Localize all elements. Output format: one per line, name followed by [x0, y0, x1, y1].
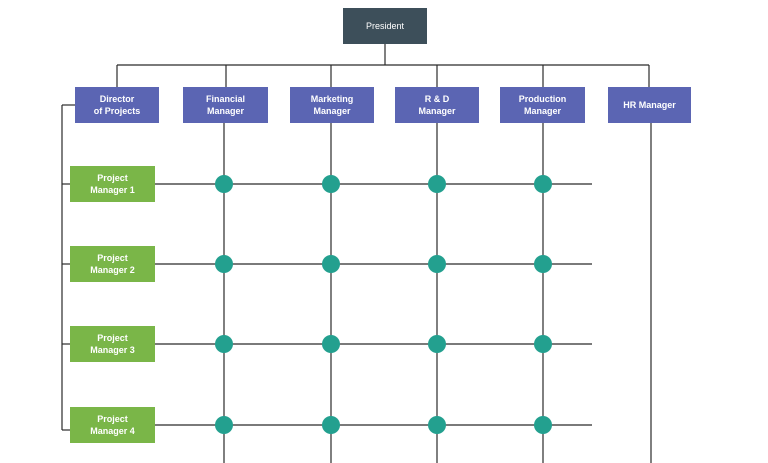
project-manager-2-box: Project Manager 2	[70, 246, 155, 282]
matrix-node	[428, 335, 446, 353]
matrix-node	[534, 255, 552, 273]
project-manager-label: Project Manager 1	[90, 173, 135, 195]
matrix-node	[322, 335, 340, 353]
manager-label: Marketing Manager	[310, 94, 354, 116]
marketing-manager-box: Marketing Manager	[290, 87, 374, 123]
project-manager-4-box: Project Manager 4	[70, 407, 155, 443]
financial-manager-box: Financial Manager	[183, 87, 268, 123]
matrix-node	[215, 335, 233, 353]
matrix-node	[534, 416, 552, 434]
manager-label: HR Manager	[623, 100, 676, 110]
matrix-node	[534, 335, 552, 353]
matrix-node	[428, 175, 446, 193]
matrix-node	[215, 255, 233, 273]
rd-manager-box: R & D Manager	[395, 87, 479, 123]
president-label: President	[365, 21, 405, 31]
matrix-node	[322, 255, 340, 273]
project-manager-3-box: Project Manager 3	[70, 326, 155, 362]
manager-label: Director of Projects	[93, 94, 141, 116]
manager-label: Financial Manager	[205, 94, 245, 116]
director-of-projects-box: Director of Projects	[75, 87, 159, 123]
project-manager-label: Project Manager 3	[90, 333, 135, 355]
manager-label: Production Manager	[518, 94, 567, 116]
president-box: President	[343, 8, 427, 44]
project-manager-label: Project Manager 2	[90, 253, 135, 275]
project-manager-1-box: Project Manager 1	[70, 166, 155, 202]
matrix-node	[428, 255, 446, 273]
project-manager-label: Project Manager 4	[90, 414, 135, 436]
matrix-node	[215, 175, 233, 193]
matrix-node	[322, 416, 340, 434]
matrix-node	[322, 175, 340, 193]
matrix-node	[215, 416, 233, 434]
matrix-node	[534, 175, 552, 193]
manager-label: R & D Manager	[418, 94, 456, 116]
matrix-node	[428, 416, 446, 434]
hr-manager-box: HR Manager	[608, 87, 691, 123]
production-manager-box: Production Manager	[500, 87, 585, 123]
